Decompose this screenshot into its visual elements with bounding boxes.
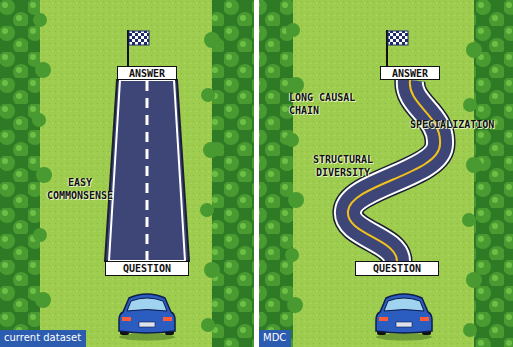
sign-text: ANSWER xyxy=(129,68,165,79)
sign-text: QUESTION xyxy=(123,263,171,274)
road-sign: QUESTION xyxy=(355,261,439,276)
road-shoulder xyxy=(109,80,185,261)
sign-text: QUESTION xyxy=(373,263,421,274)
road-sign: QUESTION xyxy=(105,261,189,276)
road-label: EASY COMMONSENSE xyxy=(44,176,116,202)
road-label: STRUCTURAL DIVERSITY xyxy=(306,153,380,179)
center-line xyxy=(146,80,149,261)
road-sign: ANSWER xyxy=(117,66,177,80)
road-label: SPECIALIZATION xyxy=(410,118,502,131)
sign-text: ANSWER xyxy=(392,68,428,79)
road-connector xyxy=(105,80,189,261)
panel-tag: current dataset xyxy=(0,330,86,347)
panel-tag: MDC xyxy=(259,330,291,347)
road-label: LONG CAUSAL CHAIN xyxy=(289,91,363,117)
road-sign: ANSWER xyxy=(380,66,440,80)
road-surface xyxy=(105,80,189,261)
